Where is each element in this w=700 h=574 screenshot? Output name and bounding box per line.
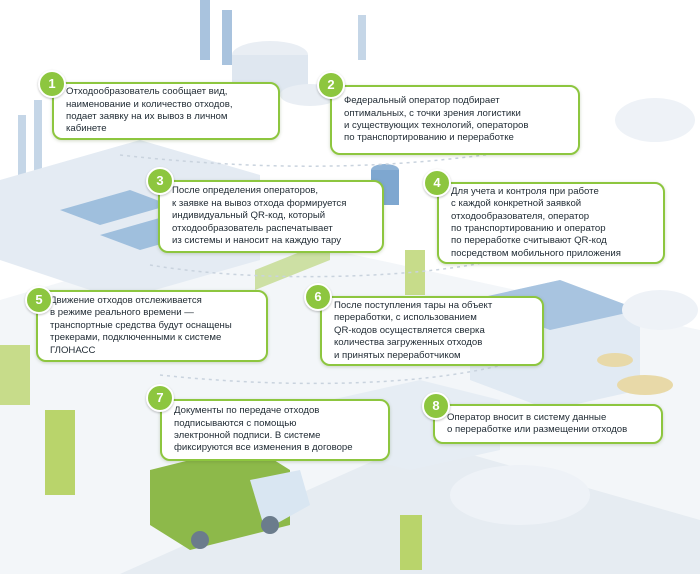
dotted-route: [159, 359, 521, 385]
step-3-text: После определения операторов, к заявке н…: [172, 185, 347, 247]
step-3-badge: 3: [146, 167, 174, 195]
chimney: [222, 10, 232, 65]
step-8-badge: 8: [422, 392, 450, 420]
road-lane: [120, 440, 700, 574]
sorting-pool: [617, 375, 673, 395]
step-5-text: Движение отходов отслеживается в режиме …: [50, 294, 232, 356]
chimney: [200, 0, 210, 60]
truck-wheel: [191, 531, 209, 549]
step-3-card: После определения операторов, к заявке н…: [158, 180, 384, 253]
step-1-badge: 1: [38, 70, 66, 98]
step-2-text: Федеральный оператор подбирает оптимальн…: [344, 95, 529, 144]
step-5-card: Движение отходов отслеживается в режиме …: [36, 290, 268, 362]
step-4-card: Для учета и контроля при работе с каждой…: [437, 182, 665, 264]
recycling-roof: [470, 280, 640, 330]
tree: [400, 515, 422, 570]
tree: [45, 410, 75, 495]
step-8-text: Оператор вносит в систему данные о перер…: [447, 411, 628, 435]
step-1-text: Отходообразователь сообщает вид, наимено…: [66, 86, 233, 135]
chimney: [358, 15, 366, 60]
step-7-badge: 7: [146, 384, 174, 412]
step-5-badge: 5: [25, 286, 53, 314]
sorting-pool: [597, 353, 633, 367]
chimney: [18, 115, 26, 215]
step-6-badge: 6: [304, 283, 332, 311]
step-7-text: Документы по передаче отходов подписываю…: [174, 405, 353, 454]
factory-roof: [60, 190, 170, 225]
step-6-card: После поступления тары на объект перераб…: [320, 296, 544, 366]
step-4-badge: 4: [423, 169, 451, 197]
garbage-truck: [150, 445, 290, 550]
step-7-card: Документы по передаче отходов подписываю…: [160, 399, 390, 461]
tree: [0, 345, 30, 405]
cloud: [615, 98, 695, 142]
step-6-text: После поступления тары на объект перераб…: [334, 299, 493, 361]
step-8-card: Оператор вносит в систему данные о перер…: [433, 404, 663, 444]
step-1-card: Отходообразователь сообщает вид, наимено…: [52, 82, 280, 140]
step-2-badge: 2: [317, 71, 345, 99]
tree: [405, 250, 425, 295]
cloud: [622, 290, 698, 330]
truck-wheel: [261, 516, 279, 534]
step-4-text: Для учета и контроля при работе с каждой…: [451, 185, 621, 259]
cloud: [450, 465, 590, 525]
dotted-route: [119, 149, 521, 167]
chimney: [34, 100, 42, 210]
step-2-card: Федеральный оператор подбирает оптимальн…: [330, 85, 580, 155]
truck-cab: [250, 470, 310, 530]
